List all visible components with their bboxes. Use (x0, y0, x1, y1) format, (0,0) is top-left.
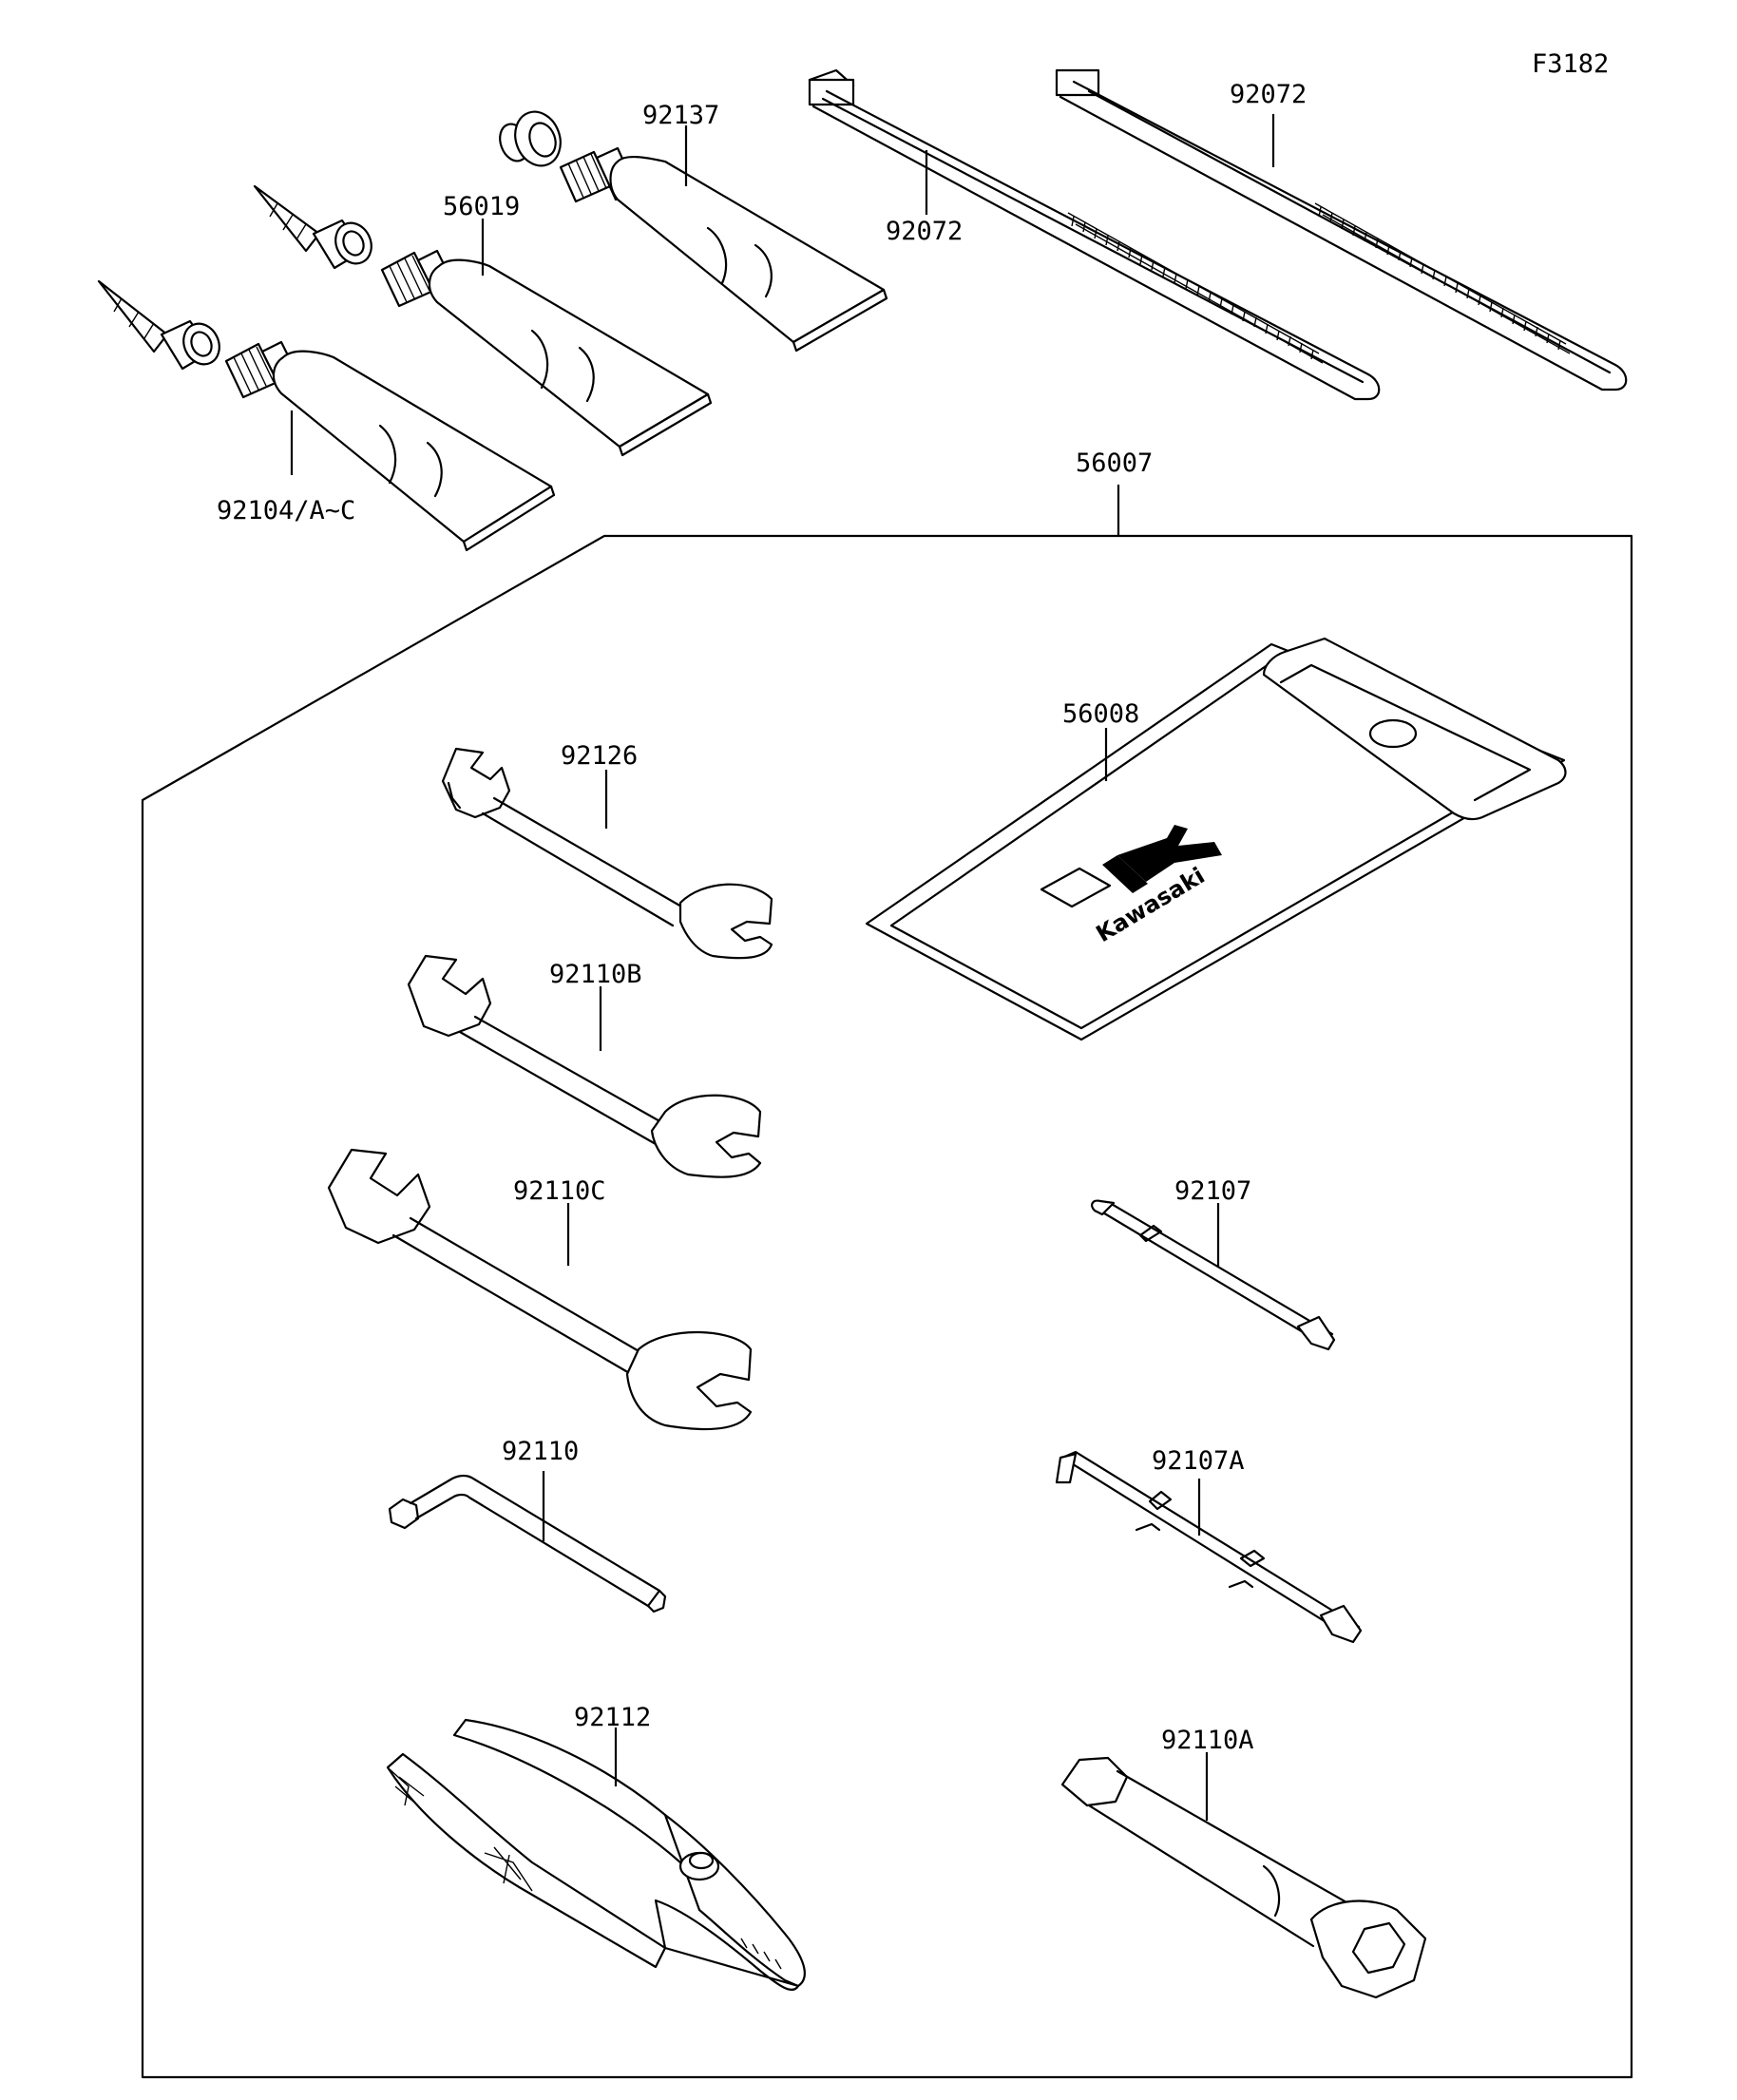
label-56007: 56007 (1076, 449, 1153, 478)
wrench-92126 (441, 747, 773, 960)
tube-56019 (253, 184, 713, 457)
label-92126: 92126 (561, 741, 638, 771)
label-92110A: 92110A (1161, 1726, 1254, 1755)
tube-92137 (499, 110, 888, 353)
label-92107A: 92107A (1152, 1446, 1245, 1476)
label-92104: 92104/A~C (217, 496, 355, 525)
label-56019: 56019 (443, 192, 520, 221)
tube-cap-icon (312, 219, 372, 270)
tube-92104 (97, 279, 556, 552)
label-92107: 92107 (1174, 1176, 1251, 1206)
kit-group-frame (141, 485, 1633, 2079)
wrench-92110C (327, 1148, 753, 1431)
cable-tie-right (1055, 68, 1628, 391)
label-92112: 92112 (574, 1703, 651, 1732)
label-92110C: 92110C (513, 1176, 606, 1206)
pliers-92112 (386, 1718, 806, 1992)
label-92072-left: 92072 (886, 217, 963, 246)
tool-pouch: Kawasaki (865, 637, 1567, 1041)
screwdriver-bit-92107 (1091, 1199, 1336, 1351)
label-92137: 92137 (642, 101, 719, 130)
socket-wrench-92110A (1060, 1756, 1427, 1999)
tube-cap-icon (499, 110, 562, 167)
cable-tie-left (808, 68, 1381, 401)
hex-key-92110 (388, 1474, 667, 1613)
tube-cap-icon (160, 319, 220, 371)
label-92110B: 92110B (549, 960, 642, 989)
label-56008: 56008 (1062, 699, 1139, 729)
label-92072-right: 92072 (1230, 80, 1307, 109)
label-92110: 92110 (502, 1437, 579, 1466)
wrench-92110B (407, 954, 762, 1178)
screwdriver-92107A (1055, 1450, 1363, 1644)
figure-code: F3182 (1532, 49, 1609, 79)
